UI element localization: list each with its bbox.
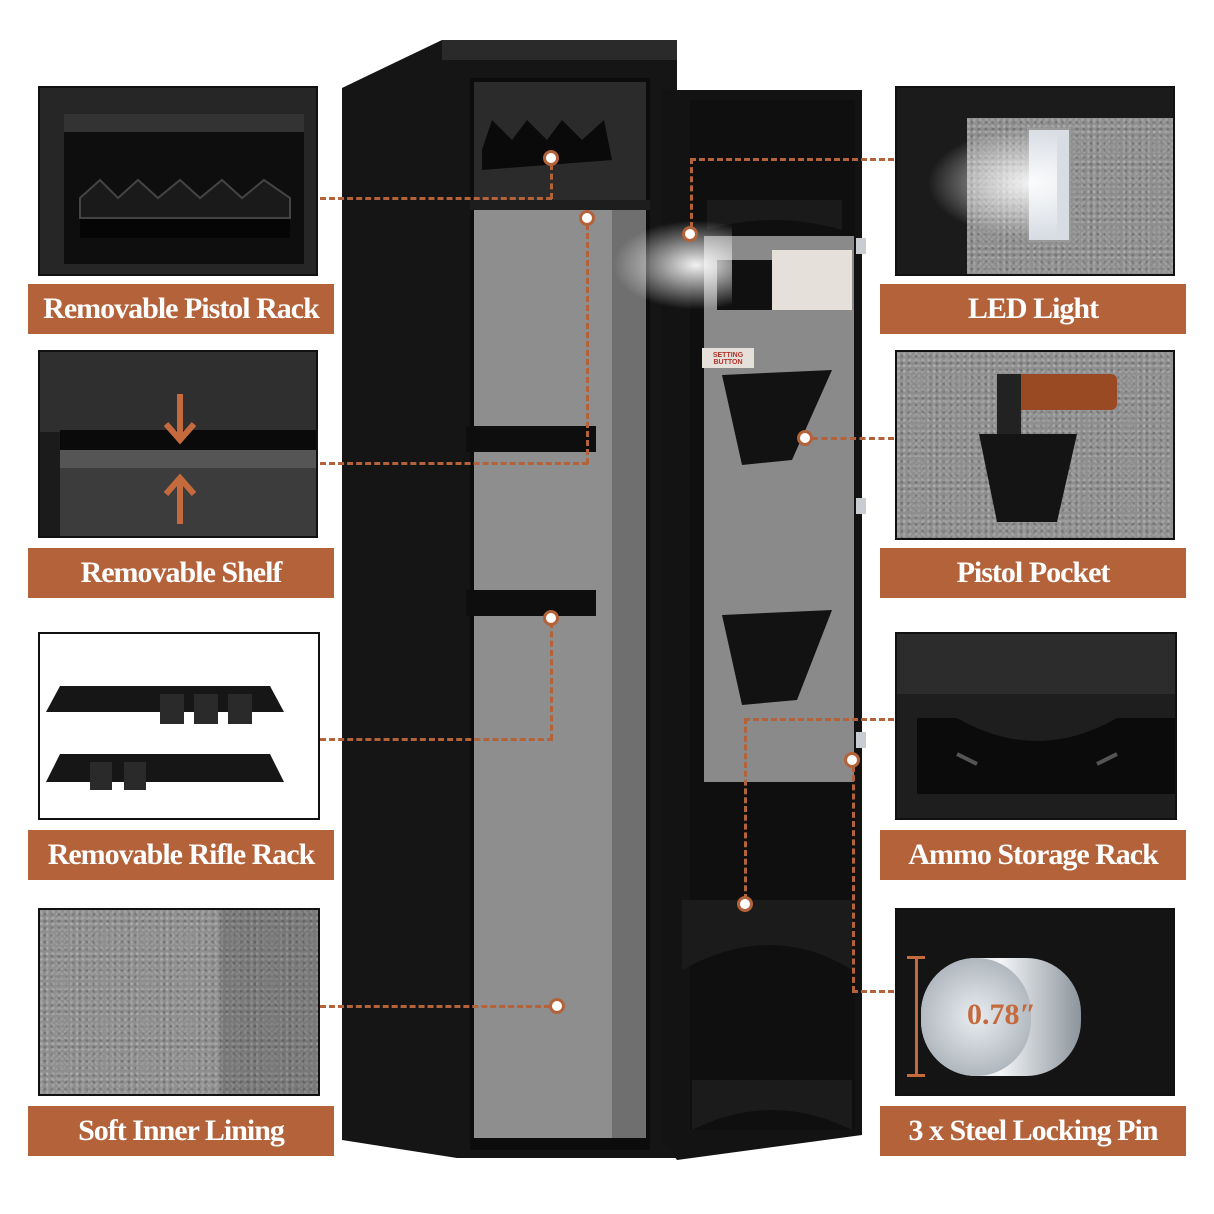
connector-pistol-rack [320,197,552,200]
connector-shelf [320,462,588,465]
rifle-rack-icon [46,686,284,790]
hotspot-ammo [737,896,753,912]
pistol-rack-label: Removable Pistol Rack [28,284,334,334]
lining-label: Soft Inner Lining [28,1106,334,1156]
pin-photo: 0.78″ [895,908,1175,1096]
hotspot-pocket [797,430,813,446]
arrow-up-icon [163,473,197,524]
pistol-rack-photo [38,86,318,276]
pocket-photo [895,350,1175,540]
connector-lining [320,1005,550,1008]
shelf-label: Removable Shelf [28,548,334,598]
hotspot-lining [549,998,565,1014]
connector-pocket [812,437,894,440]
shelf-photo [38,350,318,538]
pistol-icon [979,374,1117,522]
pin-label: 3 x Steel Locking Pin [880,1106,1186,1156]
arrow-down-icon [163,394,197,445]
hotspot-pin [844,752,860,768]
led-label: LED Light [880,284,1186,334]
setting-button-sticker: SETTING BUTTON [712,352,744,366]
hotspot-pistol-rack [543,150,559,166]
connector-rifle-rack [320,738,553,741]
rifle-rack-photo [38,632,320,820]
safe-body [342,40,866,1160]
pistol-rack-icon [40,88,316,274]
hotspot-rifle-rack [543,610,559,626]
rifle-rack-label: Removable Rifle Rack [28,830,334,880]
connector-led [690,158,894,161]
pin-size: 0.78″ [967,998,1037,1031]
connector-pin [852,990,894,993]
led-glow [612,220,732,310]
gun-safe: SETTING BUTTON [342,40,882,1160]
connector-ammo [744,718,894,721]
hotspot-led [682,226,698,242]
ammo-photo [895,632,1177,820]
ammo-label: Ammo Storage Rack [880,830,1186,880]
lining-photo [38,908,320,1096]
ammo-rack-icon [897,634,1175,794]
hotspot-shelf [579,210,595,226]
light-glow [927,128,1057,238]
shelf-icon [40,352,316,536]
led-photo [895,86,1175,276]
pocket-label: Pistol Pocket [880,548,1186,598]
